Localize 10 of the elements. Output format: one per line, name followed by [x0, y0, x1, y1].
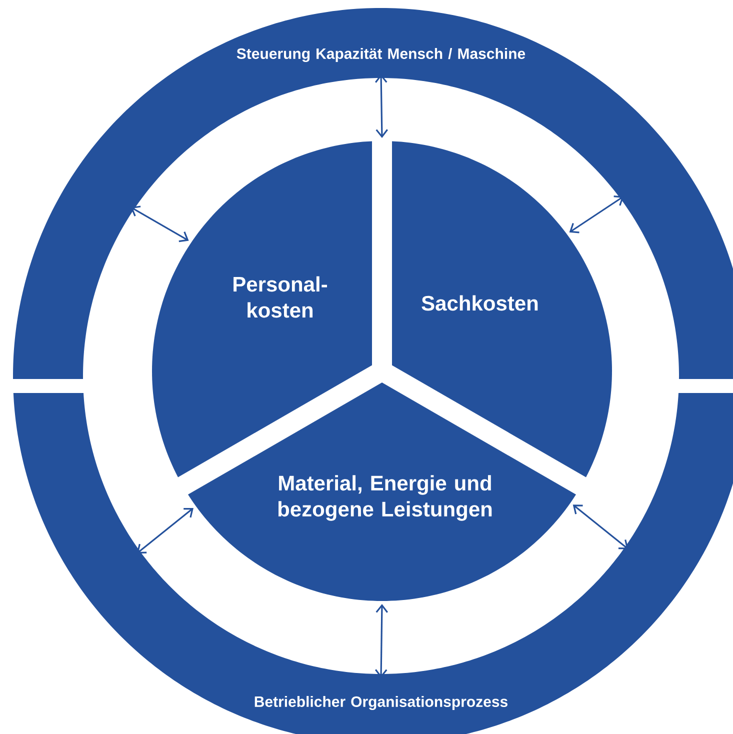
double-arrow: [569, 196, 624, 234]
double-arrow: [572, 504, 628, 550]
node-label: Personal- kosten: [234, 276, 327, 318]
node-label: Material, Energie und bezogene Leistungen: [278, 475, 492, 521]
double-arrow: [136, 508, 194, 554]
double-arrow: [130, 206, 189, 242]
sector-segment: Material, Energie und bezogene Leistungen: [188, 382, 576, 601]
node-label: Betrieblicher Organisationsprozess: [254, 696, 508, 710]
node-label: Sachkosten: [422, 295, 538, 311]
node-label: Steuerung Kapazität Mensch / Maschine: [236, 48, 526, 62]
